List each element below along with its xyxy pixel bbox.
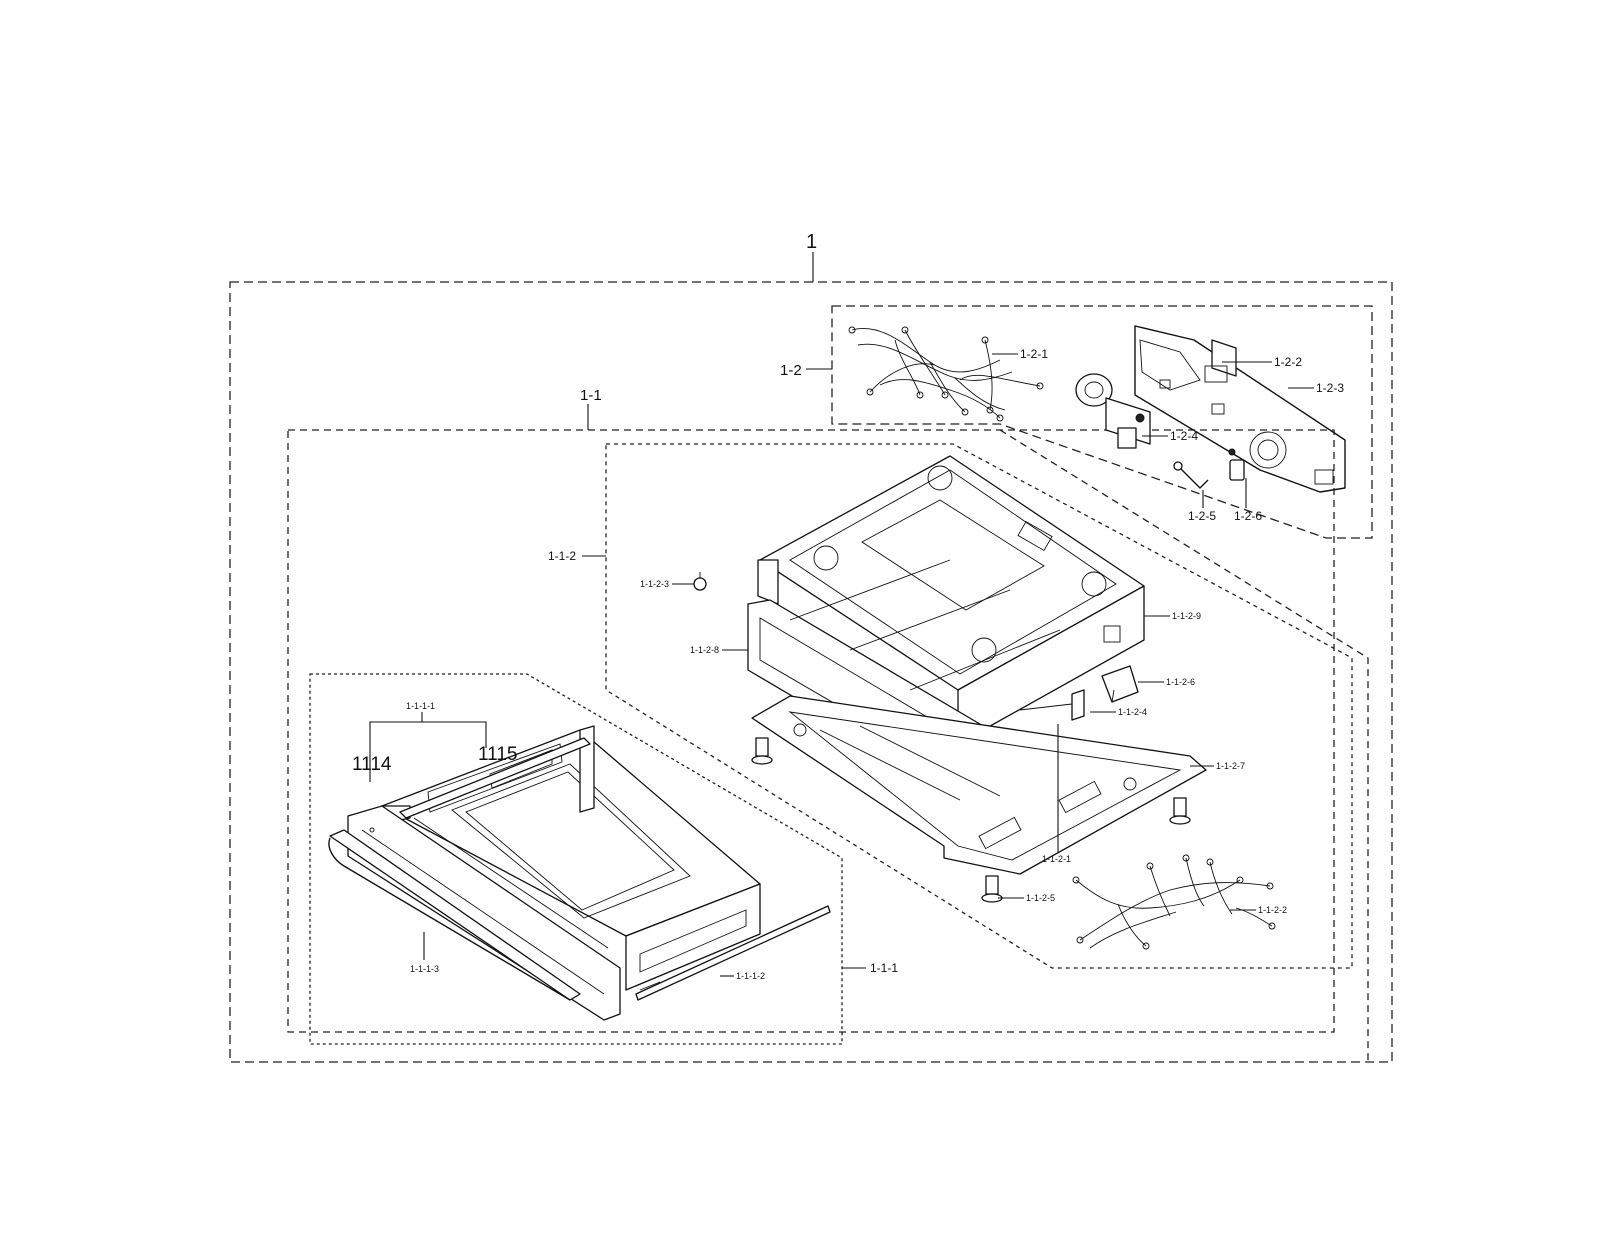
assembly-1-2-outline <box>831 305 1373 539</box>
label-1114: 1114 <box>352 754 392 775</box>
connector-1-1-2-6 <box>1101 665 1139 703</box>
label-1-1-2-9: 1-1-2-9 <box>1172 611 1201 621</box>
label-1: 1 <box>806 231 817 253</box>
label-1-2-5: 1-2-5 <box>1188 509 1216 523</box>
label-1-2: 1-2 <box>780 362 802 379</box>
wire-harness-top <box>848 326 1044 422</box>
drawer-rail-top <box>399 737 591 819</box>
label-1-2-4: 1-2-4 <box>1170 429 1198 443</box>
leveling-foot-left <box>751 737 773 765</box>
sensor-1-2-6 <box>1228 448 1245 481</box>
label-1-1-2-7: 1-1-2-7 <box>1216 761 1245 771</box>
label-1-2-3: 1-2-3 <box>1316 381 1344 395</box>
label-1-1-2-6: 1-1-2-6 <box>1166 677 1195 687</box>
label-1-1-2-8: 1-1-2-8 <box>690 645 719 655</box>
water-valve <box>1075 373 1151 449</box>
label-1-1: 1-1 <box>580 387 602 404</box>
label-1-1-2-3: 1-1-2-3 <box>640 579 669 589</box>
assembly-1-1-outline <box>287 429 1335 1033</box>
pedestal-top-cover <box>757 455 1145 745</box>
label-1115: 1115 <box>478 744 517 765</box>
label-1-1-2: 1-1-2 <box>548 549 576 563</box>
label-1-1-1: 1-1-1 <box>870 961 898 975</box>
label-1-1-2-5: 1-1-2-5 <box>1026 893 1055 903</box>
assembly-1-1-2-outline <box>605 443 1353 969</box>
assembly-1-1-1-outline <box>309 673 843 1045</box>
label-1-1-1-1: 1-1-1-1 <box>406 701 435 711</box>
leader-1-1-1-1 <box>369 721 487 782</box>
label-1-2-1: 1-2-1 <box>1020 347 1048 361</box>
label-1-1-2-4: 1-1-2-4 <box>1118 707 1147 717</box>
drawer-rail-1-1-1-2 <box>635 905 831 1001</box>
bracket-1-1-2-4 <box>1019 689 1085 721</box>
drawer-front-panel <box>328 805 621 1021</box>
assembly-1-1-bevel <box>999 429 1369 1062</box>
label-1-2-2: 1-2-2 <box>1274 355 1302 369</box>
label-1-1-2-2: 1-1-2-2 <box>1258 905 1287 915</box>
leveling-foot-right <box>1169 797 1191 825</box>
assembly-1-outline <box>229 281 1393 1063</box>
wire-harness-bottom <box>1072 854 1276 950</box>
label-1-1-1-2: 1-1-1-2 <box>736 971 765 981</box>
control-panel-bracket <box>1134 325 1346 493</box>
pedestal-base-plate <box>751 695 1207 875</box>
label-1-2-6: 1-2-6 <box>1234 509 1262 523</box>
screw-1-1-2-3 <box>693 572 707 591</box>
label-1-1-1-3: 1-1-1-3 <box>410 964 439 974</box>
label-1-1-2-1: 1-1-2-1 <box>1042 854 1071 864</box>
sensor-1-2-5 <box>1173 461 1209 489</box>
